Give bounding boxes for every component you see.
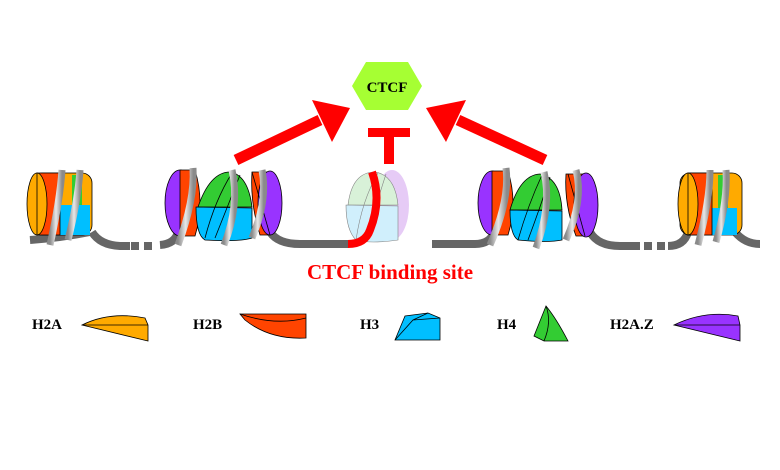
recruitment-arrow-left: [233, 100, 350, 165]
nucleosome-h2az-right-1: [477, 167, 514, 247]
binding-t-bar: [368, 128, 410, 164]
h2b-shape-icon: [239, 313, 307, 339]
h2a-shape-icon: [80, 315, 149, 342]
legend-label: H2A: [32, 317, 62, 333]
ctcf-label: CTCF: [367, 80, 408, 96]
legend-item-h2b: H2B: [193, 313, 307, 339]
legend-label: H4: [497, 317, 517, 333]
legend-label: H3: [360, 317, 379, 333]
legend-label: H2B: [193, 317, 222, 333]
nucleosome-h2az-right-2: [562, 169, 599, 242]
legend-item-h2a: H2A: [32, 315, 149, 342]
legend-item-h3: H3: [360, 312, 441, 341]
nucleosome-h2az-left-1: [164, 167, 201, 247]
nucleosome-core-left: [195, 169, 253, 247]
ctcf-site-dna: [347, 170, 381, 248]
h4-shape-icon: [533, 305, 569, 342]
nucleosome-core-right: [509, 171, 563, 250]
legend-item-h2az: H2A.Z: [610, 313, 741, 342]
nucleosome-canonical-left: [26, 169, 93, 246]
ctcf-protein: CTCF: [352, 62, 422, 110]
binding-site-label: CTCF binding site: [307, 260, 473, 284]
legend-label: H2A.Z: [610, 317, 654, 333]
legend-item-h4: H4: [497, 305, 569, 342]
legend: H2A H2B H3 H4 H2A.Z: [32, 305, 741, 342]
dna-gap-dots: [131, 242, 665, 250]
nucleosome-canonical-right: [677, 169, 743, 246]
h2az-shape-icon: [672, 313, 741, 342]
recruitment-arrow-right: [426, 100, 548, 165]
h3-shape-icon: [394, 312, 441, 341]
nucleosome-h2az-left-2: [248, 169, 283, 240]
